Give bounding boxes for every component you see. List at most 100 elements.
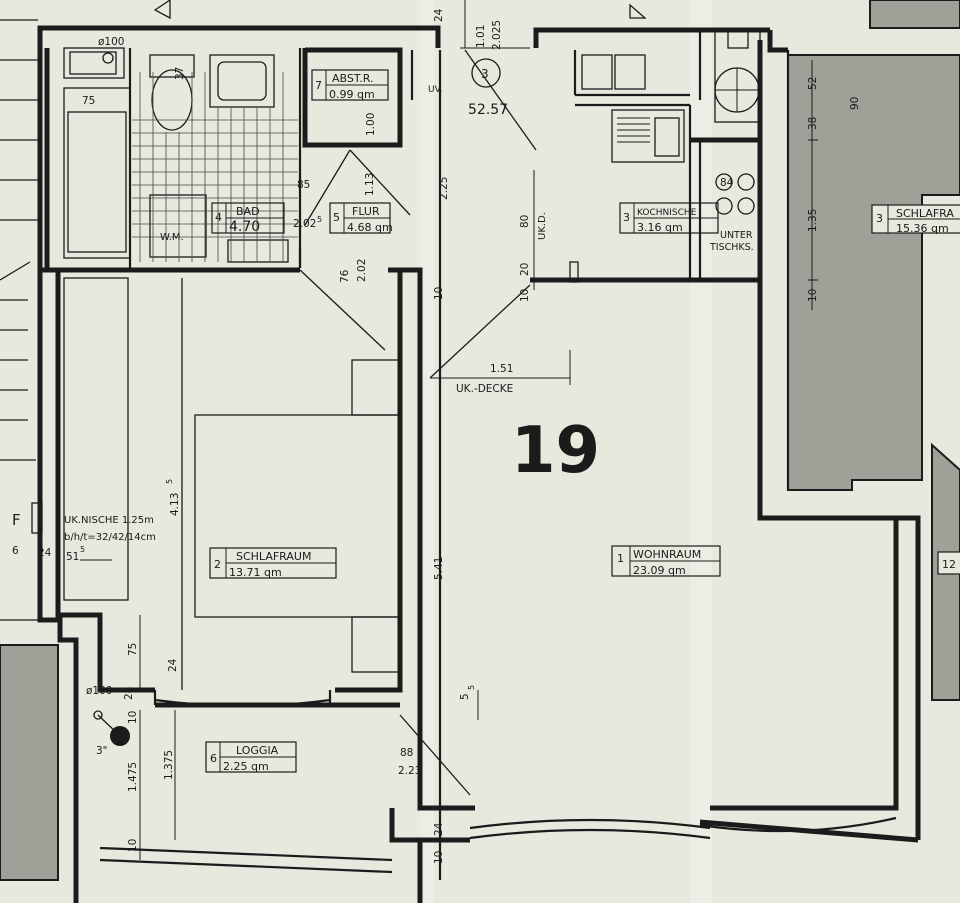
neighbor-number-label: 12 <box>937 551 960 575</box>
room-label-abstr: 7 ABST.R. 0.99 qm <box>311 69 389 101</box>
neighbor-left-hatched <box>0 644 59 881</box>
room-name-loggia: LOGGIA <box>236 744 279 757</box>
room-num-flur: 5 <box>333 211 340 224</box>
dim-202-flur: 2.02 <box>356 259 368 282</box>
room-num-bad: 4 <box>215 211 222 224</box>
room-area-loggia: 2.25 qm <box>223 760 269 773</box>
apartment-circle-marker <box>471 58 501 88</box>
room-label-schlafraum: 2 SCHLAFRAUM 13.71 qm <box>209 547 337 579</box>
dim-88: 88 <box>400 747 413 759</box>
paper-fold-2 <box>420 0 434 903</box>
uv-label: UV. <box>428 85 442 95</box>
dim-223: 2.23 <box>398 765 421 777</box>
drain-label: 3" <box>96 745 108 757</box>
dim-85: 85 <box>297 179 310 191</box>
dim-541: 5.41 <box>433 557 445 580</box>
neighbor-top-hatched <box>869 0 960 29</box>
room-label-bad: 4 BAD 4.70 <box>211 202 285 235</box>
room-num-wohnraum: 1 <box>617 552 624 565</box>
uk-nische-label: UK.NISCHE 1.25m <box>64 515 154 526</box>
room-name-kochnische: KOCHNISCHE <box>637 208 697 218</box>
dimension-lines <box>80 0 818 860</box>
pipe-label-bottom: ø100 <box>86 685 112 697</box>
dim-24-mid: 24 <box>167 658 179 672</box>
room-area-wohnraum: 23.09 qm <box>633 564 686 577</box>
dim-135: 1.35 <box>807 209 819 232</box>
room-area-neighbor: 15.36 qm <box>896 222 949 235</box>
room-area-flur: 4.68 qm <box>347 221 393 234</box>
dim-1475: 1.475 <box>127 762 139 792</box>
room-label-loggia: 6 LOGGIA 2.25 qm <box>205 741 297 773</box>
dim-24-top: 24 <box>433 8 445 22</box>
door-swings <box>299 49 537 796</box>
dim-1375: 1.375 <box>163 750 175 780</box>
room-num-schlafraum: 2 <box>214 558 221 571</box>
room-name-abstr: ABST.R. <box>332 72 374 85</box>
dim-38: 38 <box>807 117 819 130</box>
kitchen-fixtures <box>569 29 761 283</box>
dim-90: 90 <box>849 97 861 110</box>
room-name-neighbor: SCHLAFRA <box>896 207 954 220</box>
dim-151: 1.51 <box>490 363 513 375</box>
circle-number: 3 <box>481 67 489 81</box>
dim-5-bad: 5 <box>317 215 322 224</box>
drain-symbol <box>93 52 130 746</box>
dim-2025: 2.025 <box>491 20 503 50</box>
room-area-bad: 4.70 <box>229 219 260 235</box>
dim-225: 2.25 <box>438 177 450 200</box>
dim-5-a: 5 <box>459 693 471 700</box>
washing-machine-label: W.M. <box>160 232 184 243</box>
bathroom-fixtures <box>63 47 289 263</box>
room-name-wohnraum: WOHNRAUM <box>633 548 701 561</box>
dim-413-sup: 5 <box>165 479 174 484</box>
dim-37: 37 <box>174 67 186 80</box>
corner-markers <box>153 0 647 20</box>
dim-113: 1.13 <box>364 173 376 196</box>
dim-6: 6 <box>12 545 19 557</box>
neighbor-number: 12 <box>942 558 956 571</box>
dim-101: 1.01 <box>475 25 487 48</box>
dim-75-top: 75 <box>82 95 95 107</box>
dim-51: 51 <box>66 551 79 563</box>
paper-fold <box>690 0 712 903</box>
room-label-wohnraum: 1 WOHNRAUM 23.09 qm <box>611 545 721 577</box>
dim-100: 1.00 <box>365 113 377 136</box>
window-arcs <box>154 698 897 840</box>
interior-walls <box>99 30 790 880</box>
ukd-label: UK.D. <box>537 212 548 240</box>
dim-5-b: 5 <box>467 685 476 690</box>
f-label: F <box>12 511 21 529</box>
dim-24-left: 24 <box>38 547 52 559</box>
dim-51-sup: 5 <box>80 545 85 554</box>
bathroom-tiles <box>132 72 298 262</box>
room-area-abstr: 0.99 qm <box>329 88 375 101</box>
bedroom-furniture <box>63 277 401 690</box>
dim-24-bot: 24 <box>433 822 445 836</box>
neighbor-room-hatched <box>787 54 960 491</box>
dim-88-sup: 5 <box>418 739 423 748</box>
room-name-bad: BAD <box>236 205 260 218</box>
room-name-schlafraum: SCHLAFRAUM <box>236 550 311 563</box>
dim-10-bot: 10 <box>433 851 445 864</box>
dim-75-left: 75 <box>127 643 139 656</box>
dim-52: 52 <box>807 77 819 90</box>
dim-10-r: 10 <box>807 289 819 302</box>
tischks-label: TISCHKS. <box>709 242 754 253</box>
dim-76: 76 <box>339 269 351 283</box>
dim-84: 84 <box>720 177 734 189</box>
room-num-abstr: 7 <box>315 79 322 92</box>
room-name-flur: FLUR <box>352 205 380 218</box>
uk-decke-label: UK.-DECKE <box>456 383 513 395</box>
stairs-left <box>0 19 40 621</box>
dim-202-bad: 2.02 <box>293 218 316 230</box>
dim-10-l: 10 <box>127 711 139 724</box>
dim-10-k: 10 <box>519 289 531 302</box>
pipe-label-top: ø100 <box>98 36 124 48</box>
room-num-kochnische: 3 <box>623 211 630 224</box>
room-label-kochnische: 3 KOCHNISCHE 3.16 qm <box>619 202 719 234</box>
dim-413: 4.13 <box>169 493 181 516</box>
nische-dims-label: b/h/t=32/42/14cm <box>64 532 156 543</box>
room-label-neighbor-schlafraum: 3 SCHLAFRA 15.36 qm <box>871 204 960 235</box>
circle-area: 52.57 <box>468 102 508 118</box>
